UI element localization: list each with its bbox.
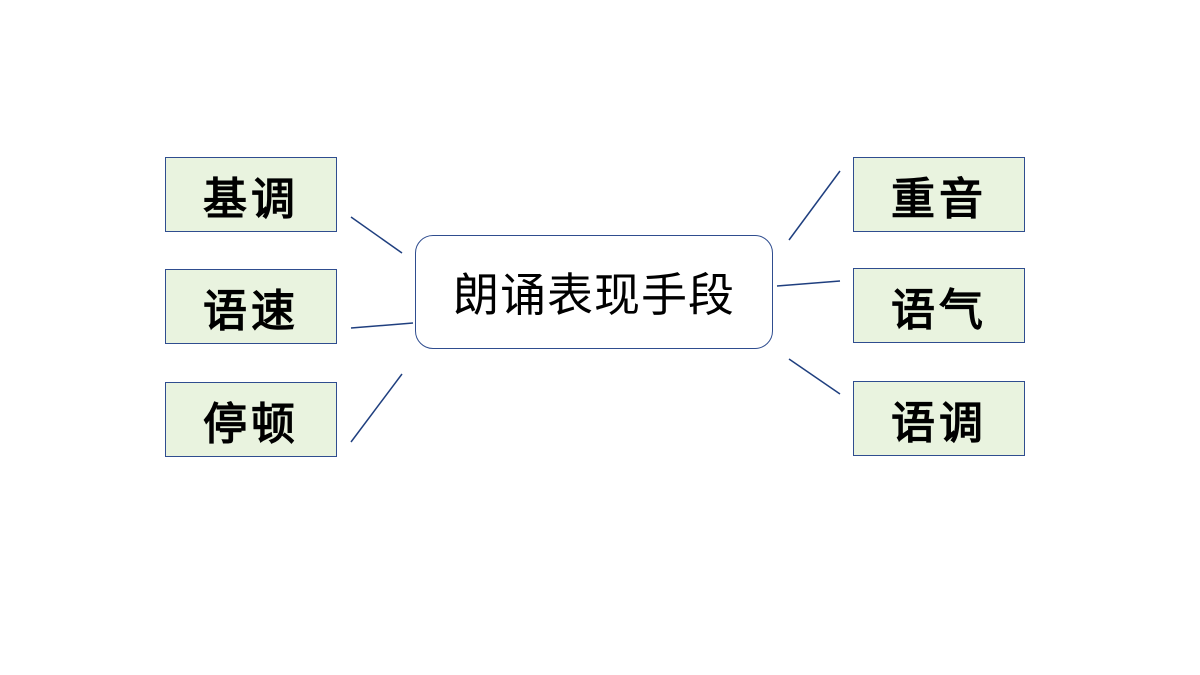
center-node-label: 朗诵表现手段 bbox=[453, 268, 735, 322]
left-node-1-label: 基调 bbox=[203, 173, 299, 225]
left-node-1: 基调 bbox=[165, 157, 337, 232]
connector-line bbox=[788, 358, 841, 395]
right-node-1: 重音 bbox=[853, 157, 1025, 232]
right-node-2-label: 语气 bbox=[891, 284, 987, 336]
left-node-3-label: 停顿 bbox=[203, 398, 299, 450]
center-node: 朗诵表现手段 bbox=[415, 235, 773, 349]
left-node-2: 语速 bbox=[165, 269, 337, 344]
right-node-3: 语调 bbox=[853, 381, 1025, 456]
right-node-2: 语气 bbox=[853, 268, 1025, 343]
connector-line bbox=[776, 280, 841, 287]
connector-line bbox=[788, 170, 841, 241]
connector-line bbox=[350, 216, 403, 254]
left-node-3: 停顿 bbox=[165, 382, 337, 457]
connector-line bbox=[350, 322, 414, 329]
right-node-3-label: 语调 bbox=[891, 397, 987, 449]
connector-line bbox=[350, 373, 403, 443]
right-node-1-label: 重音 bbox=[891, 173, 987, 225]
left-node-2-label: 语速 bbox=[203, 285, 299, 337]
